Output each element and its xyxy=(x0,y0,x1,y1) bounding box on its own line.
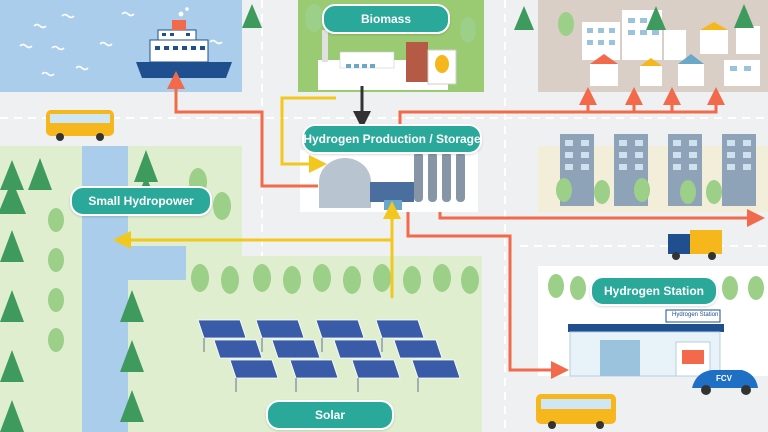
label-small-hydropower: Small Hydropower xyxy=(70,186,212,216)
bus-bottom xyxy=(536,394,616,429)
biomass-plant xyxy=(318,30,457,90)
fcv-label: FCV xyxy=(716,374,732,383)
label-hydrogen-station: Hydrogen Station xyxy=(590,276,718,306)
river xyxy=(82,146,128,432)
fcv-car xyxy=(692,370,758,395)
solar-panels xyxy=(197,319,461,379)
flow-biomass-to-production xyxy=(280,96,336,173)
truck xyxy=(668,230,722,260)
sea-waves xyxy=(19,11,223,77)
flow-to-residential xyxy=(438,209,765,227)
bus-top xyxy=(46,110,114,141)
hydrogen-station-building xyxy=(568,309,724,377)
station-sign-text: Hydrogen Station xyxy=(672,312,719,318)
hydrogen-production-facility xyxy=(300,150,478,212)
hydrogen-flows xyxy=(167,71,765,379)
label-biomass: Biomass xyxy=(322,4,450,34)
apartment-windows xyxy=(565,140,751,170)
label-solar: Solar xyxy=(266,400,394,430)
flow-to-town xyxy=(398,87,725,126)
ship xyxy=(136,7,232,78)
electricity-flows xyxy=(113,96,401,298)
town-buildings xyxy=(582,10,760,86)
flow-to-ship xyxy=(167,71,318,188)
solar-panel-legs xyxy=(203,338,419,392)
flow-to-station xyxy=(406,212,569,379)
label-hydrogen-production: Hydrogen Production / Storage xyxy=(302,124,482,154)
